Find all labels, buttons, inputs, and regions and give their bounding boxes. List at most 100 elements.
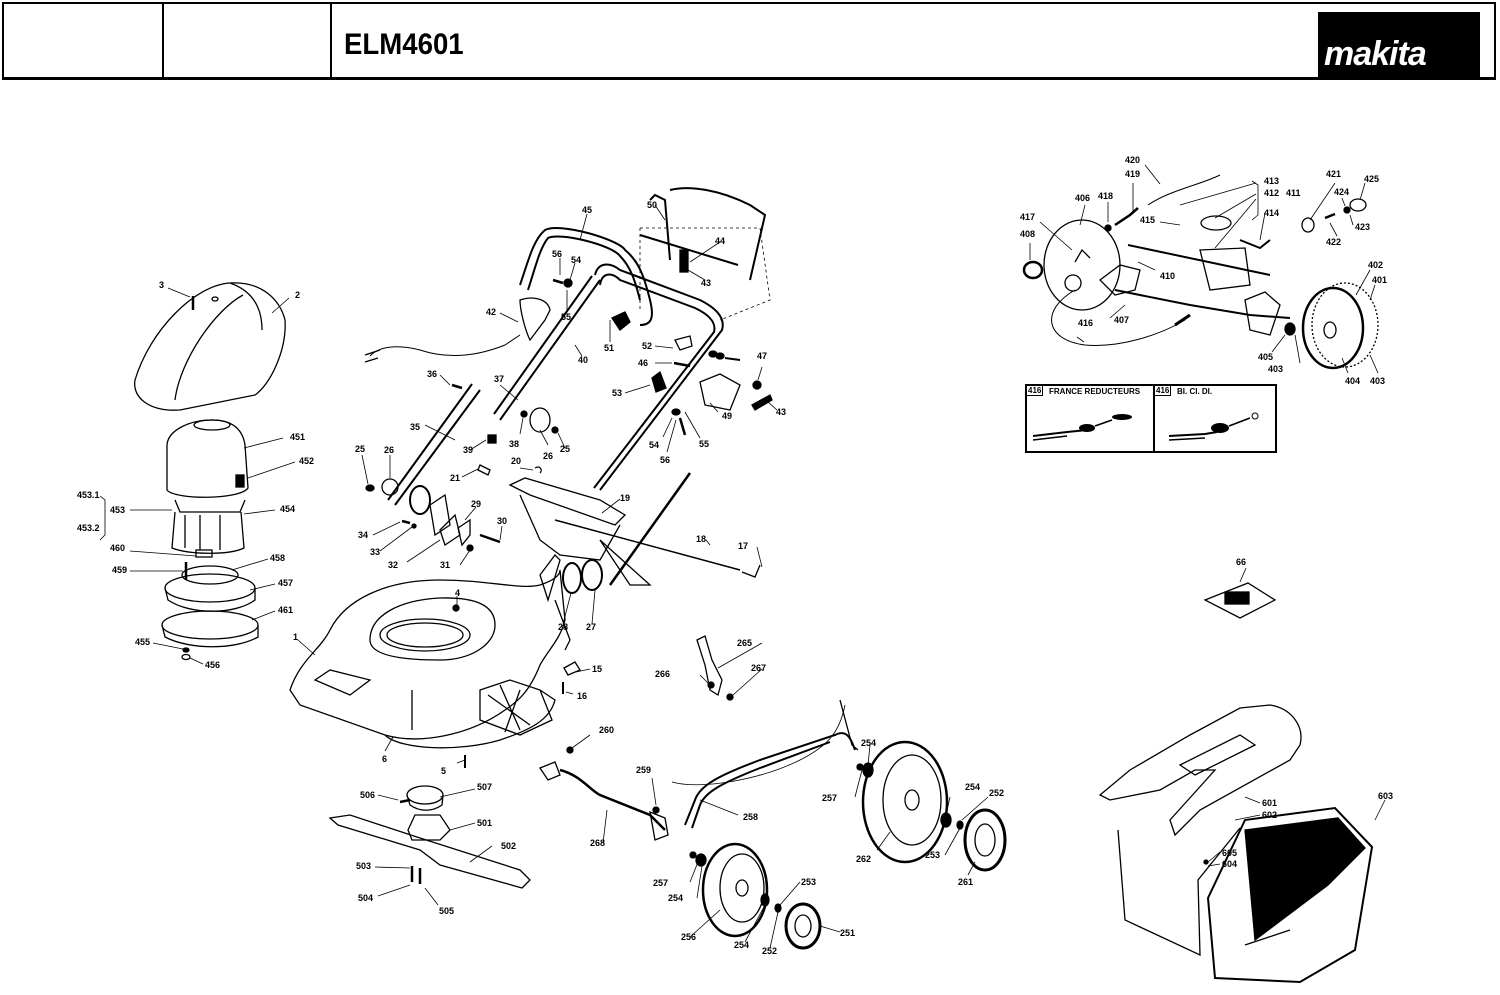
variant-part-number: 416 (1027, 386, 1044, 396)
part-label: 254 (861, 738, 876, 748)
part-label: 422 (1326, 237, 1341, 247)
part-label: 26 (543, 451, 553, 461)
mower-deck (289, 569, 566, 749)
part-label: 403 (1370, 376, 1385, 386)
title-block: ELM4601 makita (2, 2, 1496, 80)
part-label: 34 (358, 530, 368, 540)
handle-fasteners (451, 278, 773, 444)
part-label: 49 (722, 411, 732, 421)
motor (166, 419, 249, 558)
part-label: 25 (355, 444, 365, 454)
part-label: 261 (958, 877, 973, 887)
part-label: 507 (477, 782, 492, 792)
part-label: 425 (1364, 174, 1379, 184)
part-label: 254 (965, 782, 980, 792)
part-label: 259 (636, 765, 651, 775)
part-label: 15 (592, 664, 602, 674)
cable-end-icon (1168, 412, 1259, 441)
part-label: 3 (159, 280, 164, 290)
part-label: 260 (599, 725, 614, 735)
part-label: 504 (358, 893, 373, 903)
front-axle-256 (539, 746, 669, 841)
part-label: 31 (440, 560, 450, 570)
part-label: 416 (1078, 318, 1093, 328)
drive-lever-265 (696, 635, 734, 701)
part-label: 16 (577, 691, 587, 701)
grass-collector (1098, 704, 1374, 984)
part-label: 21 (450, 473, 460, 483)
part-label: 401 (1372, 275, 1387, 285)
variant-france-reducteurs: 416 FRANCE REDUCTEURS (1027, 386, 1155, 451)
part-label: 605 (1222, 848, 1237, 858)
part-label: 54 (571, 255, 581, 265)
brand-name: makita (1324, 35, 1427, 73)
variant-caption: BI. CI. DI. (1177, 387, 1213, 396)
part-label: 45 (582, 205, 592, 215)
part-label: 404 (1345, 376, 1360, 386)
part-label: 2 (295, 290, 300, 300)
part-label: 417 (1020, 212, 1035, 222)
decal-66 (1203, 582, 1277, 619)
part-label: 419 (1125, 169, 1140, 179)
part-label: 66 (1236, 557, 1246, 567)
part-label: 256 (681, 932, 696, 942)
part-label: 29 (471, 499, 481, 509)
pulley-assembly (161, 562, 259, 661)
part-label: 413 (1264, 176, 1279, 186)
part-label: 456 (205, 660, 220, 670)
makita-logo: makita (1318, 12, 1480, 78)
part-label: 18 (696, 534, 706, 544)
part-label: 39 (463, 445, 473, 455)
part-label: 407 (1114, 315, 1129, 325)
part-label: 26 (384, 445, 394, 455)
part-label: 20 (511, 456, 521, 466)
part-label: 56 (552, 249, 562, 259)
part-label: 411 (1286, 188, 1301, 198)
part-label: 460 (110, 543, 125, 553)
part-label: 502 (501, 841, 516, 851)
gearbox-assembly (1022, 174, 1379, 370)
title-cell-empty-1 (4, 4, 164, 77)
part-label: 1 (293, 632, 298, 642)
part-label: 457 (278, 578, 293, 588)
leader-lines (99, 164, 1386, 949)
part-label: 50 (647, 200, 657, 210)
part-label: 503 (356, 861, 371, 871)
part-label: 252 (762, 946, 777, 956)
model-title: ELM4601 (344, 28, 464, 61)
part-label: 25 (560, 444, 570, 454)
part-label: 418 (1098, 191, 1113, 201)
part-label: 453.1 (77, 490, 100, 500)
handle-assembly (364, 187, 771, 506)
part-label: 501 (477, 818, 492, 828)
part-label: 257 (653, 878, 668, 888)
part-label: 257 (822, 793, 837, 803)
part-label: 258 (743, 812, 758, 822)
part-label: 27 (586, 622, 596, 632)
part-label: 265 (737, 638, 752, 648)
part-label: 254 (668, 893, 683, 903)
part-label: 410 (1160, 271, 1175, 281)
cable-variant-inset: 416 FRANCE REDUCTEURS 416 BI. CI. DI. (1025, 384, 1277, 453)
variant-caption: FRANCE REDUCTEURS (1049, 387, 1141, 396)
part-label: 6 (382, 754, 387, 764)
part-label: 268 (590, 838, 605, 848)
height-adjust-assembly (365, 464, 761, 694)
part-label: 601 (1262, 798, 1277, 808)
part-label: 55 (561, 312, 571, 322)
part-label: 37 (494, 374, 504, 384)
motor-cover (134, 282, 286, 411)
part-label: 604 (1222, 859, 1237, 869)
part-label: 453.2 (77, 523, 100, 533)
rear-axle-bar-258 (671, 699, 859, 829)
part-label: 454 (280, 504, 295, 514)
part-label: 43 (701, 278, 711, 288)
part-labels: 2 3 451 452 453.1 453 453.2 454 460 458 … (77, 155, 1393, 956)
part-label: 262 (856, 854, 871, 864)
part-label: 458 (270, 553, 285, 563)
part-label: 403 (1268, 364, 1283, 374)
part-label: 602 (1262, 810, 1277, 820)
part-label: 414 (1264, 208, 1279, 218)
part-label: 56 (660, 455, 670, 465)
